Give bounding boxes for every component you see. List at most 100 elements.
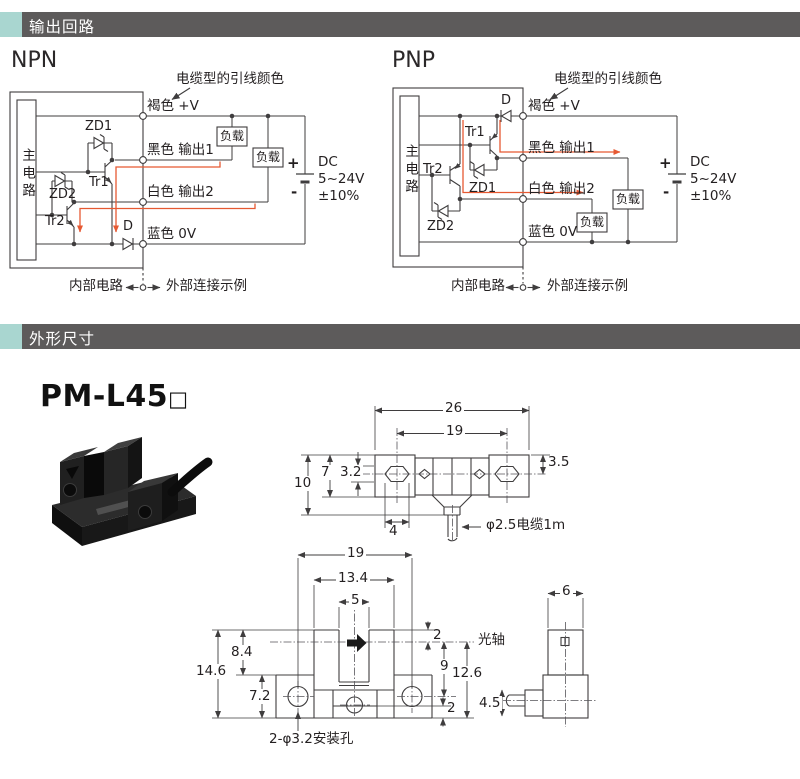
dim-3-5: 3.5 [548, 454, 570, 470]
npn-tr1-label: Tr1 [89, 175, 109, 190]
dim-10: 10 [292, 475, 314, 492]
npn-dc-voltage: 5~24V [318, 171, 365, 187]
section-title-output: 输出回路 [29, 18, 96, 36]
pnp-dc-voltage: 5~24V [690, 171, 737, 187]
npn-load2-box [252, 147, 284, 168]
npn-cable-note: 电缆型的引线颜色 [176, 71, 284, 87]
npn-current-path-1 [113, 161, 221, 233]
npn-internal-label: 内部电路 [69, 278, 123, 294]
dim-6: 6 [560, 583, 573, 600]
header-bar: 输出回路 [22, 12, 800, 37]
npn-wires [36, 115, 306, 245]
npn-d-label: D [123, 219, 134, 234]
pnp-title: PNP [392, 48, 435, 73]
npn-tr1-emitter-arrow [105, 176, 112, 183]
pnp-zd2-triangle [437, 204, 449, 218]
pnp-zd1-triangle [473, 163, 485, 177]
product-photo [52, 437, 213, 546]
pnp-zd2-label: ZD2 [427, 219, 455, 234]
pnp-load2-label: 负载 [579, 215, 604, 229]
dim-14-6: 14.6 [194, 663, 229, 680]
pnp-load1-box [612, 189, 644, 210]
dim-2-bottom: 2 [447, 700, 456, 716]
pnp-main-circuit-label: 主电路 [402, 144, 419, 197]
optical-axis-label: 光轴 [478, 632, 505, 648]
section-header-output-circuit: 输出回路 [0, 12, 800, 37]
pnp-dc-tolerance: ±10% [690, 188, 732, 204]
section-header-dimensions: 外形尺寸 [0, 324, 800, 349]
mounting-holes-label: 2-φ3.2安装孔 [269, 731, 354, 747]
top-view-details [431, 458, 473, 542]
pnp-wire-black: 黑色 输出1 [528, 140, 595, 156]
npn-bottom-circle [139, 284, 147, 291]
pnp-current-path-2 [462, 120, 584, 196]
dim-7: 7 [319, 464, 332, 481]
top-view [301, 406, 550, 542]
npn-zd1-label: ZD1 [85, 119, 113, 134]
pnp-minus: - [663, 183, 670, 201]
pnp-terminals [519, 112, 527, 246]
pnp-tr2-label: Tr2 [423, 162, 443, 177]
pnp-main-circuit-box [399, 95, 420, 257]
header-accent-square [0, 324, 22, 349]
npn-zd1 [87, 134, 113, 172]
section-title-dimensions: 外形尺寸 [29, 330, 96, 348]
dim-4-5: 4.5 [477, 695, 503, 712]
npn-note-pointer [171, 87, 191, 100]
dim-12-6: 12.6 [450, 665, 485, 682]
npn-wire-black: 黑色 输出1 [147, 142, 214, 158]
top-view-centerlines [362, 428, 547, 542]
npn-external-label: 外部连接示例 [166, 278, 247, 294]
dim-19-top: 19 [444, 423, 466, 440]
npn-outer-box [9, 91, 144, 269]
pnp-plus: + [659, 154, 672, 172]
light-direction-arrow [347, 634, 367, 652]
output-circuits-drawing [9, 87, 686, 291]
npn-circuit [9, 87, 314, 291]
npn-current-path-2 [77, 203, 256, 233]
pnp-d-triangle [500, 109, 512, 123]
side-view [499, 590, 597, 727]
dim-2-top: 2 [433, 627, 442, 643]
npn-main-circuit-box [16, 99, 37, 261]
pnp-wire-white: 白色 输出2 [528, 181, 595, 197]
npn-zd1-triangle [93, 136, 105, 150]
pnp-internal-label: 内部电路 [451, 278, 505, 294]
npn-tr2-label: Tr2 [45, 214, 65, 229]
side-view-centerlines [503, 622, 597, 727]
dim-19-front: 19 [345, 545, 367, 562]
pnp-tr2 [449, 116, 461, 199]
npn-terminals [139, 112, 147, 248]
dim-8-4: 8.4 [229, 644, 255, 661]
pnp-load2-box [576, 212, 608, 233]
npn-plus: + [287, 154, 300, 172]
npn-dc-label: DC [318, 154, 338, 170]
dim-26: 26 [443, 400, 465, 417]
top-view-hex-right [494, 465, 520, 483]
model-name: PM-L45 [40, 379, 169, 414]
model-title: PM-L45□ [40, 379, 189, 414]
dimension-drawings [52, 406, 597, 731]
npn-load1-box [216, 126, 248, 147]
model-suffix: □ [168, 387, 189, 411]
pnp-wire-brown: 褐色 +V [528, 98, 580, 114]
npn-dc-tolerance: ±10% [318, 188, 360, 204]
pnp-junction-dots [429, 113, 631, 245]
pnp-bottom-circle [519, 284, 527, 291]
dim-13-4: 13.4 [336, 570, 371, 587]
pnp-zd2 [431, 175, 461, 220]
header-bar: 外形尺寸 [22, 324, 800, 349]
pnp-note-pointer [549, 87, 569, 100]
cable-spec-label: φ2.5电缆1m [486, 517, 566, 533]
pnp-tr1-label: Tr1 [465, 125, 485, 140]
npn-load2-label: 负载 [255, 150, 280, 164]
pnp-tr1-emitter-arrow [491, 132, 498, 139]
npn-title: NPN [11, 48, 58, 73]
pnp-cable-note: 电缆型的引线颜色 [554, 71, 662, 87]
pnp-wire-blue: 蓝色 0V [528, 224, 578, 240]
dim-3-2: 3.2 [338, 464, 364, 481]
npn-zd2-triangle [54, 174, 66, 188]
dim-4: 4 [389, 523, 398, 539]
pnp-current-path-1 [499, 120, 621, 155]
